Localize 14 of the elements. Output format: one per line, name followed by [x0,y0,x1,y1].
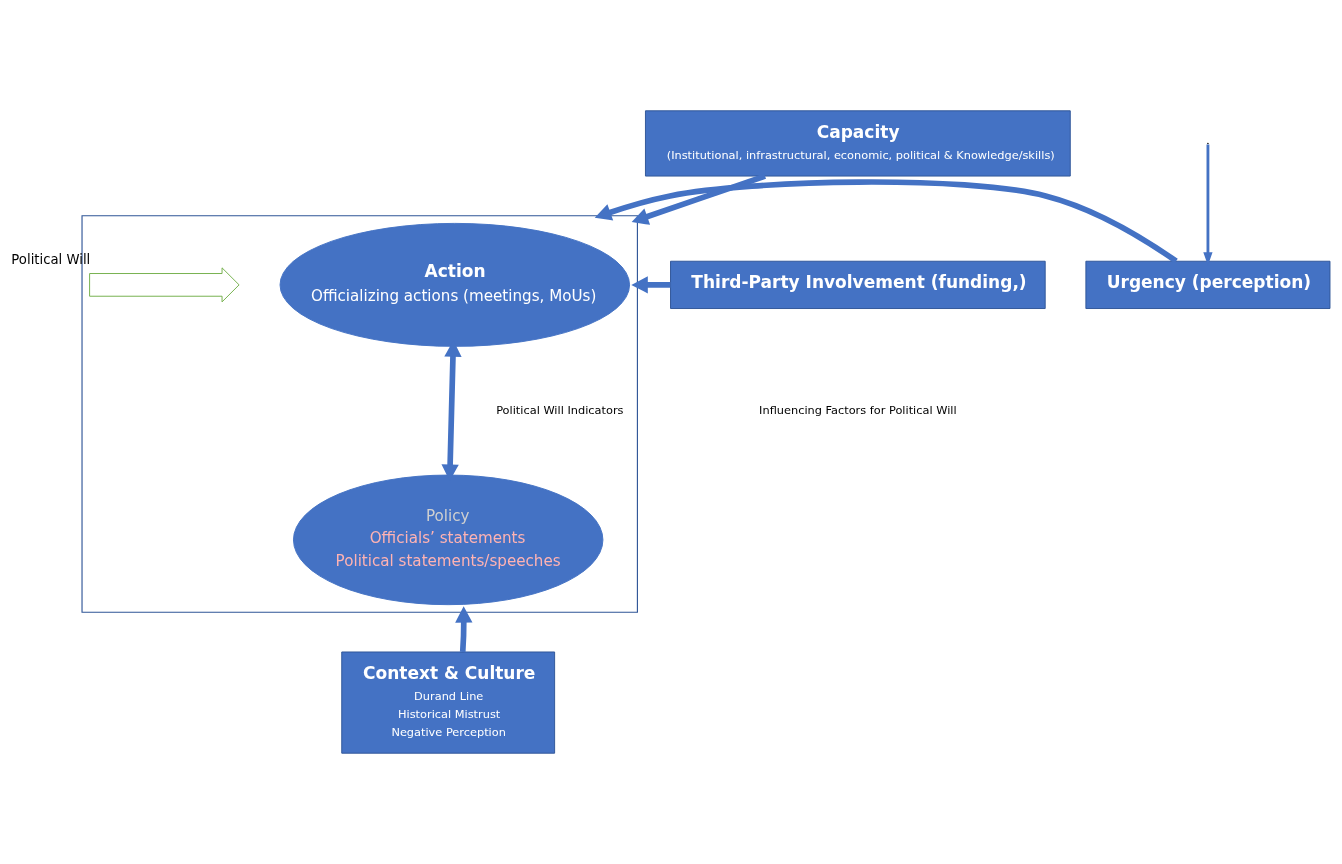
arrow [631,173,766,225]
node-box: Capacity (Institutional, infrastructural, economic, political & Knowledge/skills) [644,110,1071,177]
label: Political Will Indicators [496,402,624,417]
node-box: Urgency (perception) [1085,260,1331,309]
node-ellipse: Policy Officials’ statements Political statements/speeches [292,474,604,606]
node-ellipse: Action Officializing actions (meetings, MoUs) [279,222,631,347]
node-box: Context & Culture Durand Line Historical Mistrust Negative Perception [341,651,556,754]
label: Influencing Factors for Political Will [759,402,957,417]
arrow [455,606,473,653]
arrow [594,179,1178,264]
arrow [631,276,671,294]
node-box: Third-Party Involvement (funding,) [670,260,1046,309]
node-label: Political Will [11,252,91,268]
node-arrow [89,267,240,303]
